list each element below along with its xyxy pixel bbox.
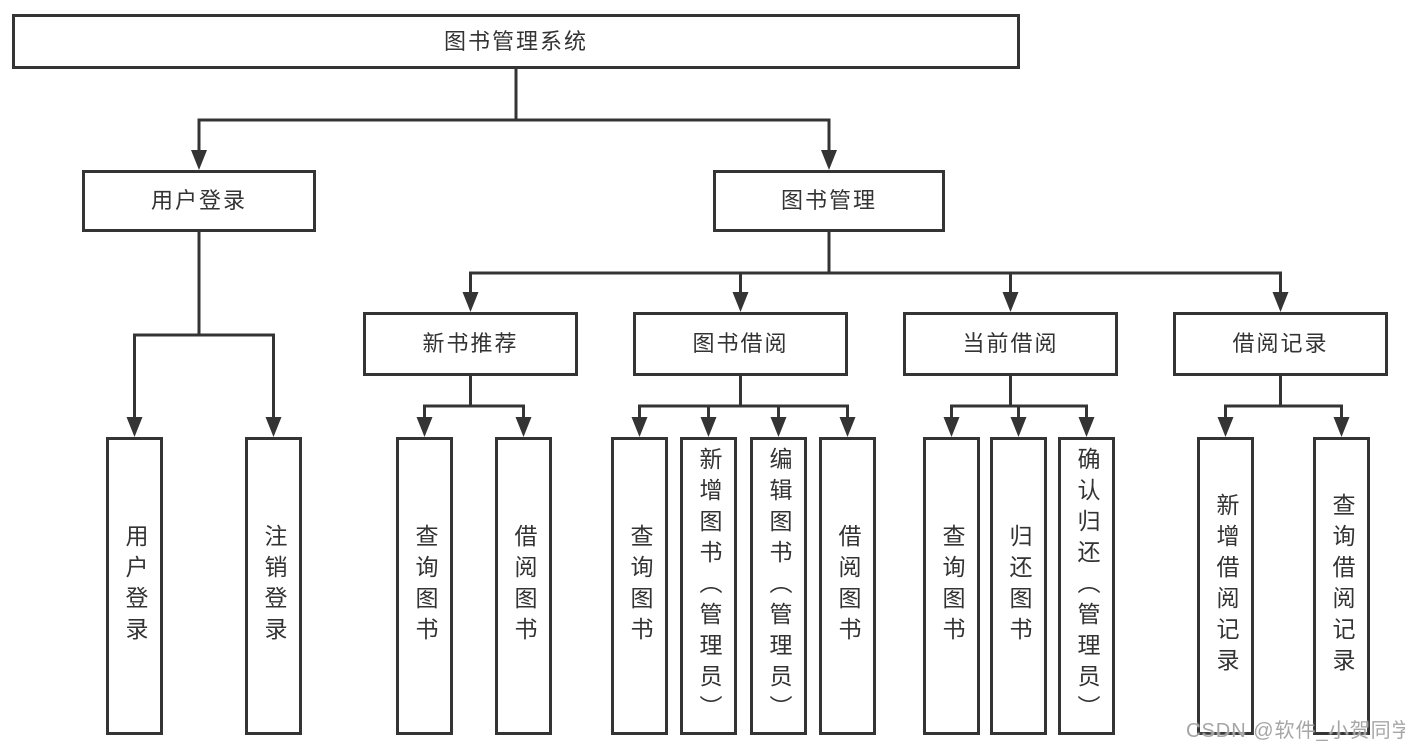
arrow-icon xyxy=(631,417,648,437)
leaf-br-add-record: 新增借阅记录 xyxy=(1197,437,1254,735)
arrow-icon xyxy=(1010,417,1027,437)
node-label: 借阅图书 xyxy=(835,524,861,648)
leaf-bb-add-books-admin: 新增图书（管理员） xyxy=(680,437,737,735)
arrow-icon xyxy=(416,417,433,437)
node-label: 归还图书 xyxy=(1006,524,1032,648)
connector-new-book-recommend xyxy=(423,374,525,421)
leaf-cb-confirm-return-admin: 确认归还（管理员） xyxy=(1058,437,1115,735)
arrow-icon xyxy=(770,417,787,437)
leaf-cb-query-books: 查询图书 xyxy=(923,437,980,735)
arrow-icon xyxy=(1002,292,1019,312)
node-label: 图书管理系统 xyxy=(443,28,588,54)
node-label: 用户登录 xyxy=(122,524,148,648)
node-label: 新书推荐 xyxy=(422,331,519,356)
node-borrow-record: 借阅记录 xyxy=(1173,312,1388,376)
node-book-management: 图书管理 xyxy=(713,170,945,232)
arrow-icon xyxy=(1078,417,1095,437)
arrow-icon xyxy=(126,417,143,437)
leaf-nbr-query-books: 查询图书 xyxy=(396,437,453,735)
arrow-icon xyxy=(821,150,837,170)
arrow-icon xyxy=(191,150,207,170)
arrow-icon xyxy=(1272,292,1289,312)
node-label: 借阅记录 xyxy=(1232,331,1329,356)
node-book-borrow: 图书借阅 xyxy=(633,312,848,376)
leaf-nbr-borrow-books: 借阅图书 xyxy=(495,437,552,735)
leaf-bb-query-books: 查询图书 xyxy=(611,437,668,735)
node-label: 查询借阅记录 xyxy=(1329,493,1355,679)
leaf-br-query-record: 查询借阅记录 xyxy=(1313,437,1370,735)
leaf-bb-borrow-books: 借阅图书 xyxy=(819,437,876,735)
arrow-icon xyxy=(943,417,960,437)
leaf-logout-login: 注销登录 xyxy=(245,437,302,735)
node-label: 图书管理 xyxy=(780,188,877,213)
node-label: 查询图书 xyxy=(627,524,653,648)
node-label: 新增图书（管理员） xyxy=(696,446,722,726)
connector-user-login xyxy=(133,230,275,421)
connector-root xyxy=(197,67,831,154)
arrow-icon xyxy=(732,292,749,312)
connector-book-management xyxy=(469,230,1282,296)
arrow-icon xyxy=(462,292,479,312)
node-label: 用户登录 xyxy=(150,188,247,213)
connector-current-borrow xyxy=(950,374,1088,421)
connector-borrow-record xyxy=(1224,374,1343,421)
node-new-book-recommend: 新书推荐 xyxy=(363,312,578,376)
node-current-borrow: 当前借阅 xyxy=(903,312,1118,376)
arrow-icon xyxy=(839,417,856,437)
node-label: 确认归还（管理员） xyxy=(1074,446,1100,726)
node-label: 图书借阅 xyxy=(692,331,789,356)
node-root: 图书管理系统 xyxy=(12,14,1020,69)
node-label: 查询图书 xyxy=(412,524,438,648)
watermark-text: CSDN @软件_小贺同学 xyxy=(1186,720,1405,742)
leaf-user-login: 用户登录 xyxy=(106,437,163,735)
node-label: 借阅图书 xyxy=(511,524,537,648)
leaf-bb-edit-books-admin: 编辑图书（管理员） xyxy=(750,437,807,735)
node-label: 查询图书 xyxy=(939,524,965,648)
arrow-icon xyxy=(265,417,282,437)
leaf-cb-return-books: 归还图书 xyxy=(990,437,1047,735)
connector-book-borrow xyxy=(638,374,849,421)
node-label: 注销登录 xyxy=(261,524,287,648)
node-label: 当前借阅 xyxy=(962,331,1059,356)
node-label: 编辑图书（管理员） xyxy=(766,446,792,726)
node-label: 新增借阅记录 xyxy=(1213,493,1239,679)
arrow-icon xyxy=(515,417,532,437)
node-user-login: 用户登录 xyxy=(82,170,316,232)
arrow-icon xyxy=(700,417,717,437)
arrow-icon xyxy=(1217,417,1234,437)
arrow-icon xyxy=(1333,417,1350,437)
